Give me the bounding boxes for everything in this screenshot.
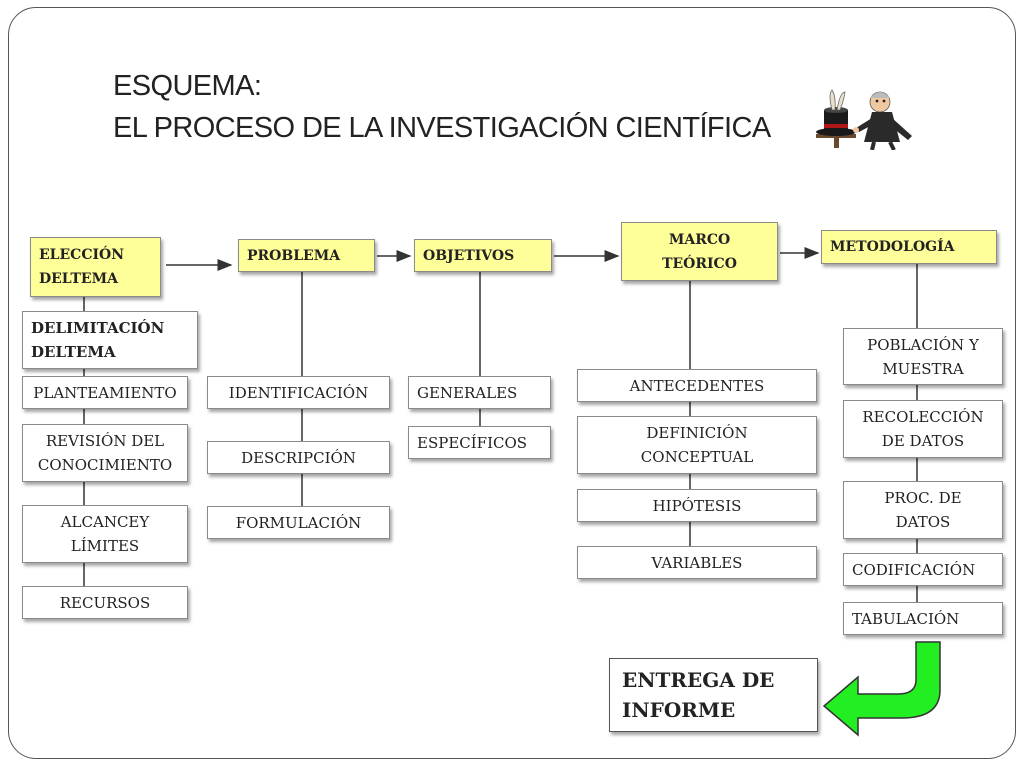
item-codificacion: CODIFICACIÓN xyxy=(843,553,1003,586)
item-antecedentes: ANTECEDENTES xyxy=(577,369,817,402)
item-especificos: ESPECÍFICOS xyxy=(408,426,551,459)
item-formulacion: FORMULACIÓN xyxy=(207,506,390,539)
header-eleccion-del-tema: ELECCIÓN DELTEMA xyxy=(30,237,161,297)
item-definicion-conceptual: DEFINICIÓN CONCEPTUAL xyxy=(577,416,817,474)
header-marco-teorico: MARCO TEÓRICO xyxy=(621,222,778,281)
item-identificacion: IDENTIFICACIÓN xyxy=(207,376,390,409)
item-alcance-y-limites: ALCANCEY LÍMITES xyxy=(22,505,188,563)
item-delimitacion-del-tema: DELIMITACIÓN DELTEMA xyxy=(22,311,198,369)
item-poblacion-y-muestra: POBLACIÓN Y MUESTRA xyxy=(843,328,1003,385)
final-entrega-de-informe: ENTREGA DE INFORME xyxy=(609,658,818,732)
header-objetivos: OBJETIVOS xyxy=(414,239,552,272)
item-generales: GENERALES xyxy=(408,376,551,409)
slide-title-line2: EL PROCESO DE LA INVESTIGACIÓN CIENTÍFIC… xyxy=(113,112,771,144)
item-tabulacion: TABULACIÓN xyxy=(843,602,1003,635)
item-revision-del-conocimiento: REVISIÓN DEL CONOCIMIENTO xyxy=(22,424,188,482)
item-descripcion: DESCRIPCIÓN xyxy=(207,441,390,474)
item-variables: VARIABLES xyxy=(577,546,817,579)
magician-hat-cartoon-icon xyxy=(816,89,912,150)
item-proc-de-datos: PROC. DE DATOS xyxy=(843,481,1003,539)
green-curved-arrow-icon xyxy=(822,641,941,737)
item-planteamiento: PLANTEAMIENTO xyxy=(22,376,188,409)
item-hipotesis: HIPÓTESIS xyxy=(577,489,817,522)
item-recursos: RECURSOS xyxy=(22,586,188,619)
item-recoleccion-de-datos: RECOLECCIÓN DE DATOS xyxy=(843,400,1003,458)
slide-title-line1: ESQUEMA: xyxy=(113,70,262,102)
header-problema: PROBLEMA xyxy=(238,239,375,272)
header-metodologia: METODOLOGÍA xyxy=(821,230,997,264)
